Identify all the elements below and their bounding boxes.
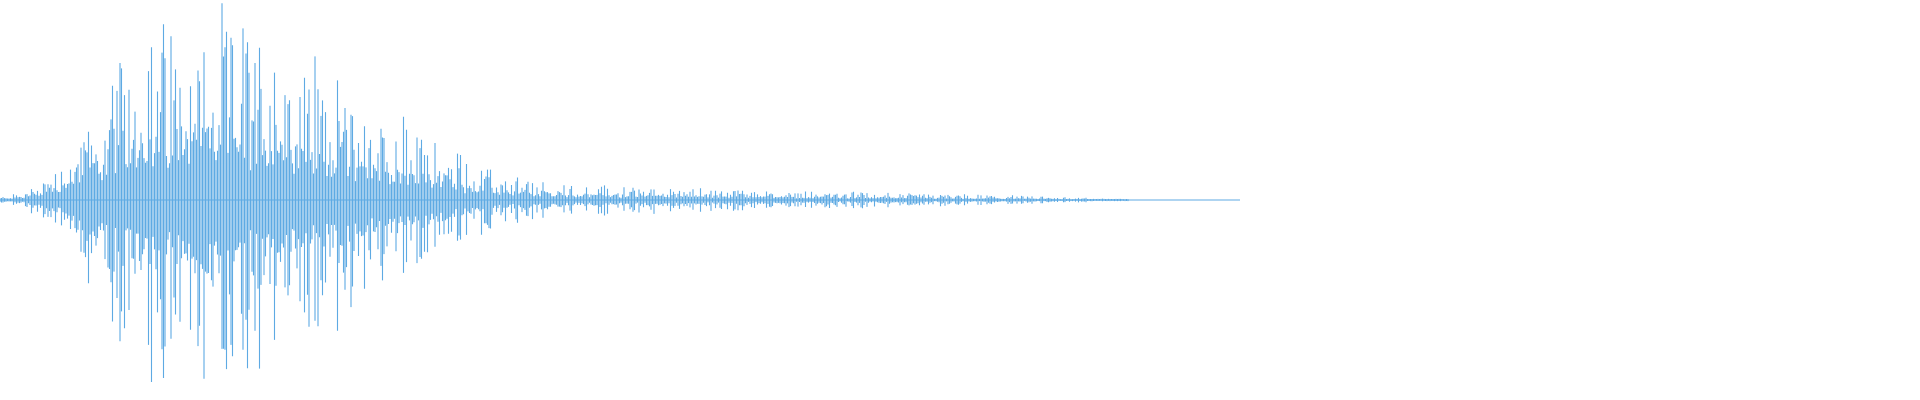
waveform-path [0,3,1129,382]
waveform-bars [0,3,1129,382]
